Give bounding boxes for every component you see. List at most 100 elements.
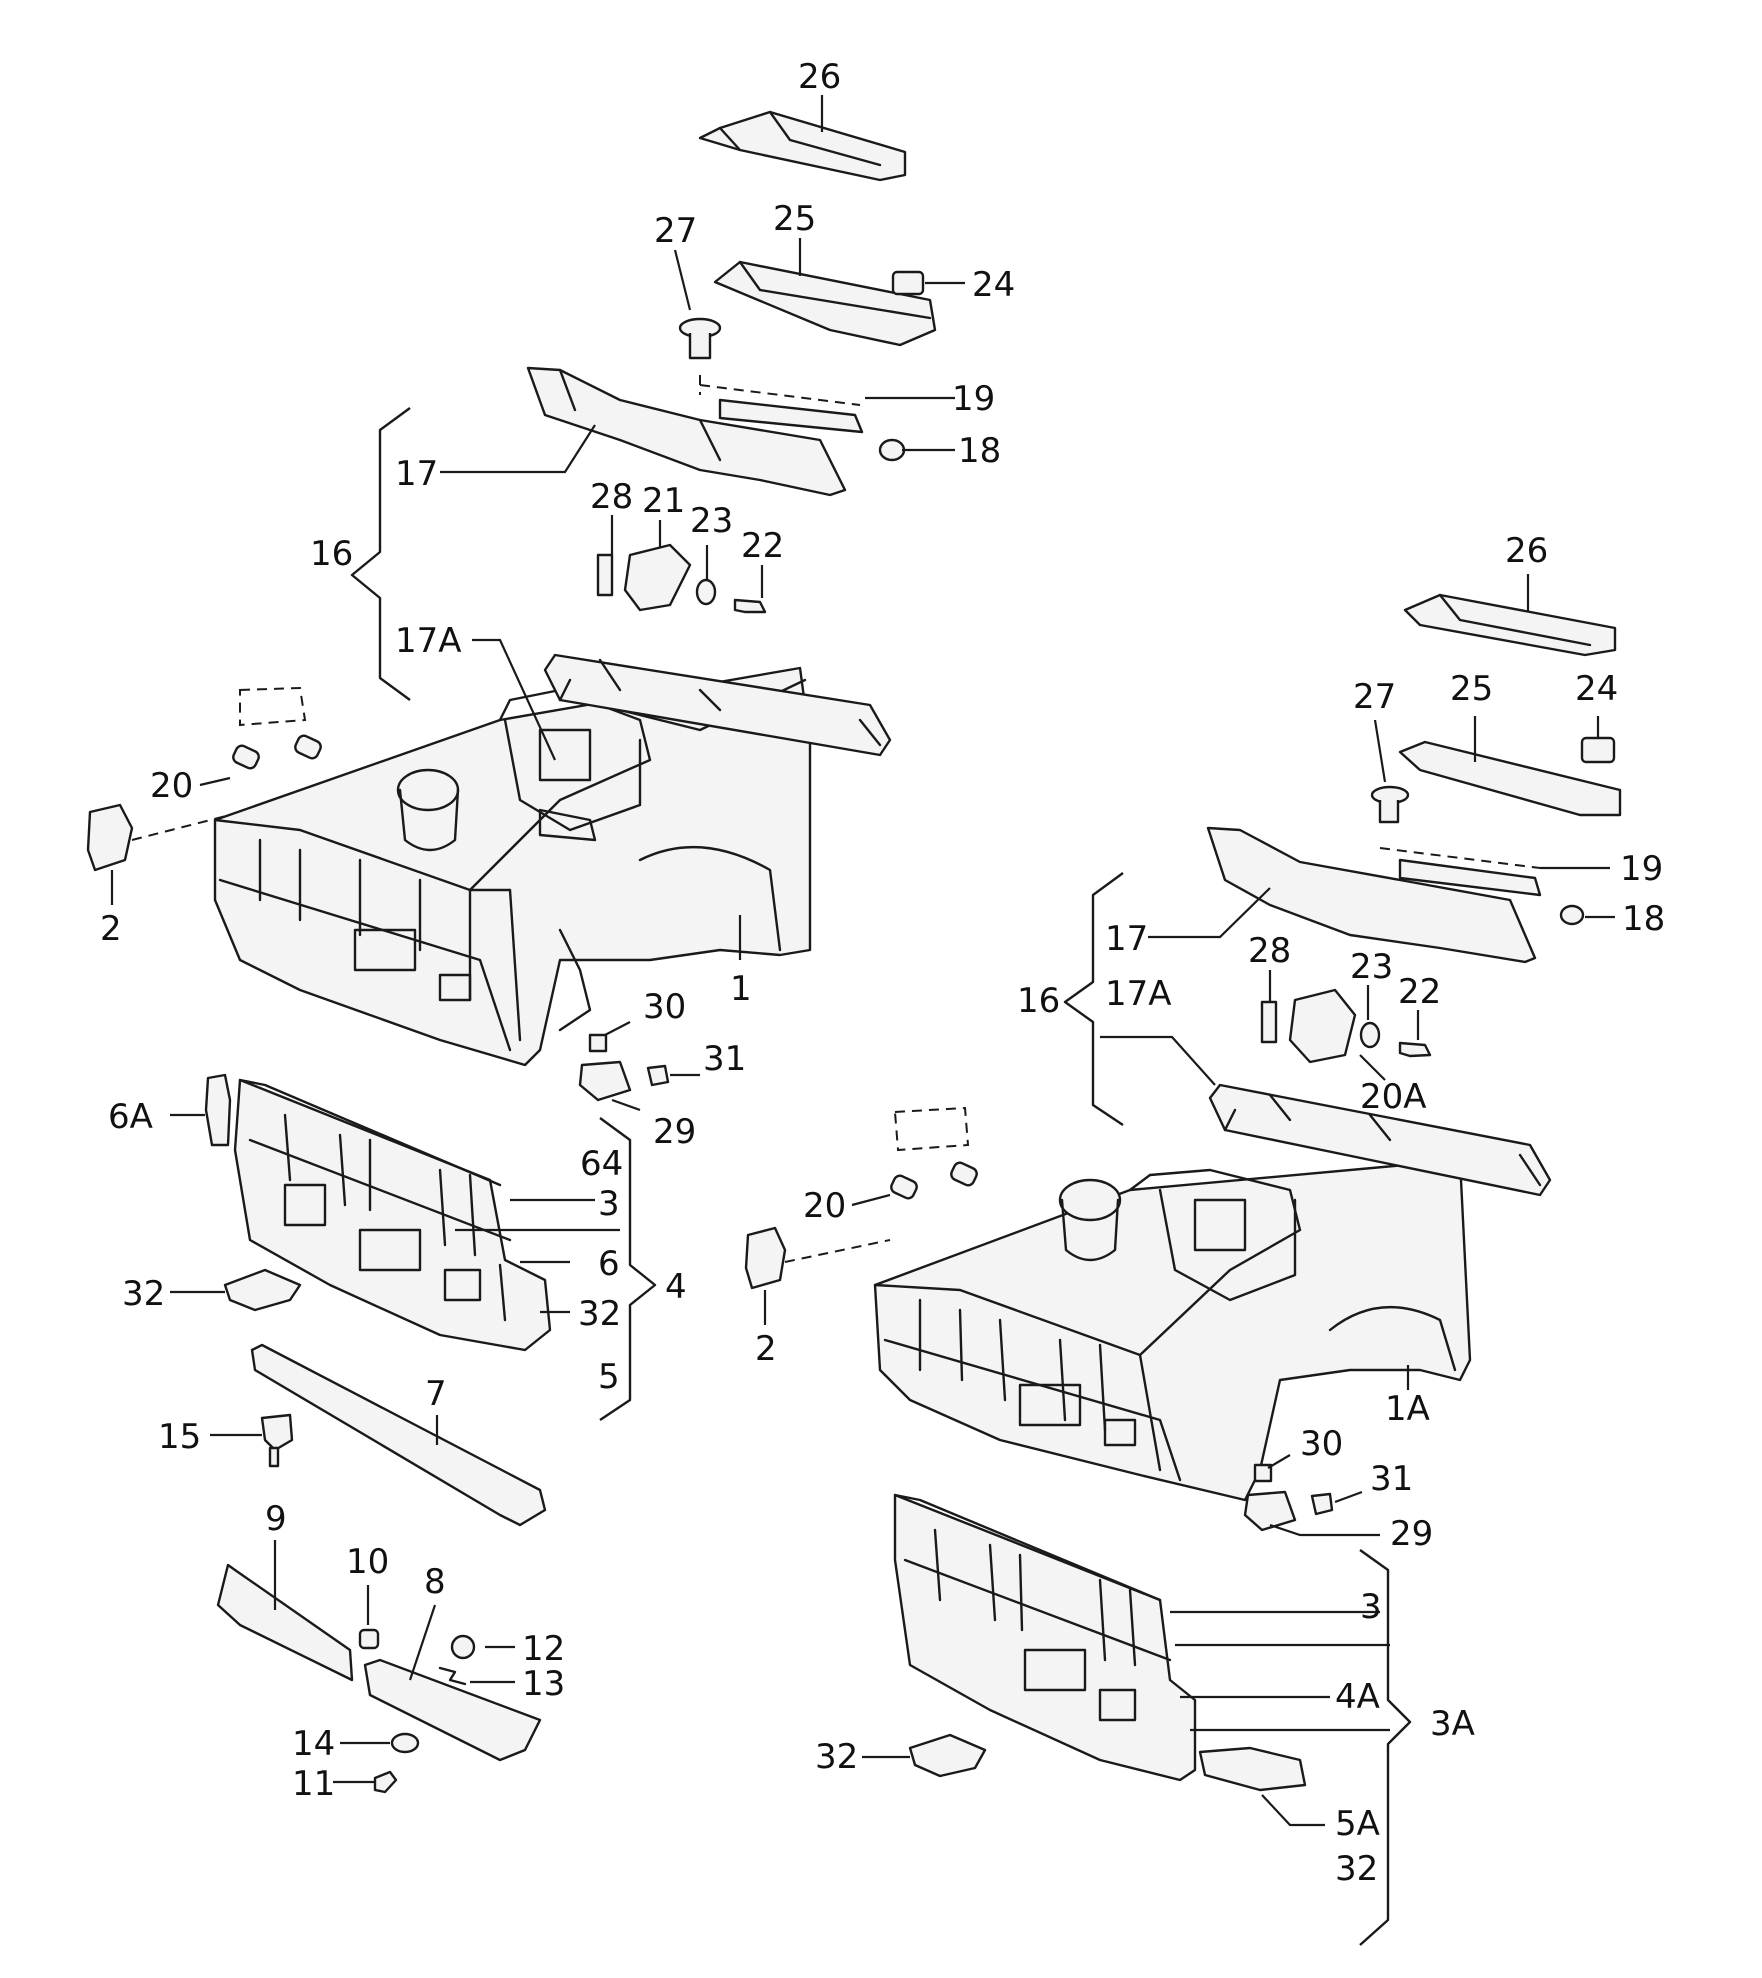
- label-4A: 4A: [1335, 1677, 1380, 1717]
- part-27-right: [1370, 785, 1410, 824]
- label-32-right-b: 32: [1335, 1849, 1378, 1889]
- label-24-left: 24: [972, 265, 1015, 305]
- part-28-right: [1260, 1000, 1278, 1044]
- part-1A-top-rail: [1208, 1083, 1552, 1197]
- part-31-right: [1310, 1492, 1334, 1516]
- label-29-left: 29: [653, 1112, 696, 1152]
- label-27-right: 27: [1353, 677, 1396, 717]
- label-28-right: 28: [1248, 931, 1291, 971]
- part-29-left: [578, 1060, 632, 1102]
- leader-lines: [110, 95, 1615, 1827]
- label-19-right: 19: [1620, 849, 1663, 889]
- part-21-left: [623, 543, 692, 612]
- part-19-right: [1398, 858, 1542, 897]
- braces: [350, 407, 1412, 1946]
- label-32-left-b: 32: [578, 1294, 621, 1334]
- part-22-right: [1398, 1041, 1432, 1058]
- label-30-right: 30: [1300, 1424, 1343, 1464]
- label-6: 6: [598, 1244, 620, 1284]
- label-31-right: 31: [1370, 1459, 1413, 1499]
- part-24-right: [1580, 736, 1616, 764]
- label-17A-right: 17A: [1105, 974, 1172, 1014]
- part-32-right-clip: [908, 1733, 987, 1778]
- part-18-right: [1559, 904, 1585, 926]
- label-23-right: 23: [1350, 947, 1393, 987]
- part-30-left: [588, 1033, 608, 1053]
- label-18-right: 18: [1622, 899, 1665, 939]
- part-22-left: [733, 598, 767, 614]
- part-12: [450, 1634, 476, 1660]
- part-23-right: [1359, 1021, 1381, 1049]
- label-2-left: 2: [100, 909, 122, 949]
- label-6A: 6A: [108, 1097, 153, 1137]
- label-3-right: 3: [1360, 1587, 1382, 1627]
- label-26-left: 26: [798, 57, 841, 97]
- label-16-left: 16: [310, 534, 353, 574]
- label-21-left: 21: [642, 481, 685, 521]
- label-25-right: 25: [1450, 669, 1493, 709]
- label-29-right: 29: [1390, 1514, 1433, 1554]
- part-11: [373, 1770, 398, 1794]
- part-13: [438, 1666, 467, 1686]
- part-19-left: [718, 398, 864, 434]
- part-20-left: [232, 686, 322, 770]
- part-7-bar: [250, 1343, 547, 1527]
- part-8: [363, 1658, 542, 1762]
- dash-guide: [699, 375, 861, 406]
- label-10: 10: [346, 1542, 389, 1582]
- label-3A: 3A: [1430, 1704, 1475, 1744]
- label-17-right: 17: [1105, 919, 1148, 959]
- label-64: 64: [580, 1144, 623, 1184]
- label-1: 1: [730, 969, 752, 1009]
- label-13: 13: [522, 1664, 565, 1704]
- part-15: [260, 1413, 294, 1468]
- label-18-left: 18: [958, 431, 1001, 471]
- label-24-right: 24: [1575, 669, 1618, 709]
- part-30-right: [1253, 1463, 1273, 1483]
- part-2-right: [744, 1226, 891, 1290]
- part-23-left: [695, 578, 717, 606]
- label-12: 12: [522, 1629, 565, 1669]
- label-22-left: 22: [741, 526, 784, 566]
- part-3-front-panel-right: [893, 1493, 1197, 1782]
- part-25-right: [1398, 740, 1622, 817]
- label-31-left: 31: [703, 1039, 746, 1079]
- label-26-right: 26: [1505, 531, 1548, 571]
- part-24-left: [891, 270, 925, 296]
- part-25-left: [713, 260, 937, 347]
- label-5: 5: [598, 1357, 620, 1397]
- part-17-left: [526, 366, 847, 497]
- label-15: 15: [158, 1417, 201, 1457]
- label-17A-left: 17A: [395, 621, 462, 661]
- part-27-left: [678, 317, 722, 360]
- part-20A-bracket: [1288, 988, 1357, 1064]
- part-14: [390, 1732, 420, 1754]
- part-29-right: [1243, 1490, 1297, 1532]
- label-5A: 5A: [1335, 1804, 1380, 1844]
- part-26-left: [698, 110, 907, 182]
- label-32-right: 32: [815, 1737, 858, 1777]
- part-1A-front-end: [873, 1158, 1472, 1502]
- part-1-top-rail: [543, 653, 892, 757]
- label-3-left: 3: [598, 1184, 620, 1224]
- label-30-left: 30: [643, 987, 686, 1027]
- label-32-left-a: 32: [122, 1274, 165, 1314]
- part-31-left: [646, 1064, 670, 1087]
- label-2-right: 2: [755, 1329, 777, 1369]
- part-17-right: [1206, 826, 1537, 964]
- label-25-left: 25: [773, 199, 816, 239]
- part-32-left-clip: [223, 1268, 302, 1312]
- label-28-left: 28: [590, 477, 633, 517]
- label-4: 4: [665, 1267, 687, 1307]
- label-11: 11: [292, 1764, 335, 1804]
- label-16-right: 16: [1017, 981, 1060, 1021]
- label-19-left: 19: [952, 379, 995, 419]
- label-20-right: 20: [803, 1186, 846, 1226]
- label-23-left: 23: [690, 501, 733, 541]
- dash-guide-right: [1379, 847, 1541, 869]
- part-2-left: [86, 803, 231, 872]
- label-20A: 20A: [1360, 1077, 1427, 1117]
- label-20-left: 20: [150, 766, 193, 806]
